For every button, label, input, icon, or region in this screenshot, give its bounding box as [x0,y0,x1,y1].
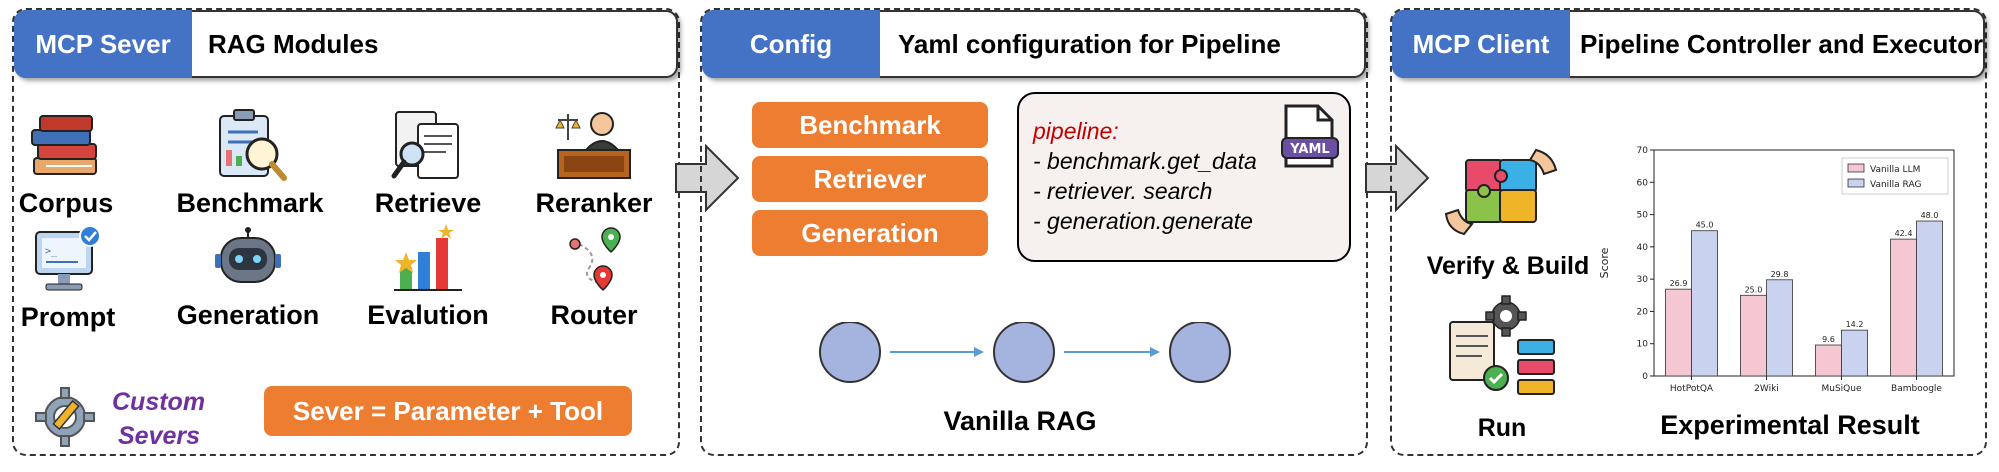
data-label: 14.2 [1846,320,1864,329]
y-tick-label: 10 [1637,340,1649,350]
y-tick-label: 40 [1637,243,1649,253]
y-axis-label: Score [1598,247,1611,278]
x-tick-label: HotPotQA [1670,384,1714,394]
monitor-check-icon: >_ [35,225,101,291]
chart-caption: Experimental Result [1660,410,1920,440]
rag-modules-title: RAG Modules [208,28,379,59]
module-evaluation: Evalution [328,222,528,331]
module-label: Retrieve [374,188,482,218]
module-label: Generation [176,300,320,330]
robot-icon [215,227,281,283]
data-label: 9.6 [1822,335,1835,344]
mcp-server-tag: MCP Sever [14,10,192,78]
legend-swatch [1847,163,1865,173]
y-tick-label: 20 [1637,307,1649,317]
module-label: Reranker [535,188,653,218]
benchmark-button[interactable]: Benchmark [752,102,988,148]
custom-severs-line1: Custom [112,388,206,416]
config-tag: Config [702,10,880,78]
bar-0 [1665,288,1692,377]
mcp-client-tag: MCP Client [1392,10,1570,78]
workflow-gear-icon [1449,295,1555,395]
vanilla-rag-label: Vanilla RAG [943,406,1097,436]
arrow-to-config [675,143,740,213]
module-prompt: >_ Prompt [0,224,168,333]
module-reranker: Reranker [494,106,694,219]
bar-0 [1815,344,1842,377]
pipeline-node [1169,322,1231,383]
yaml-line: - retriever. search [1033,178,1213,204]
y-tick-label: 70 [1637,146,1649,156]
module-label: Corpus [18,188,114,218]
plot-frame [1653,149,1955,377]
sever-formula-box: Sever = Parameter + Tool [264,386,632,436]
data-label: 25.0 [1745,285,1763,294]
bar-chart-icon [394,224,462,291]
books-icon [31,115,97,175]
clipboard-magnifier-icon [219,109,287,181]
module-label: Benchmark [176,188,324,218]
document-search-icon [391,111,459,179]
data-label: 48.0 [1921,211,1939,220]
data-label: 42.4 [1895,229,1913,238]
y-tick-label: 30 [1637,275,1649,285]
verify-build-label: Verify & Build [1426,252,1590,280]
data-label: 29.8 [1771,270,1789,279]
config-header: Config Yaml configuration for Pipeline [702,10,1366,78]
y-tick-label: 50 [1637,211,1649,221]
yaml-config-title: Yaml configuration for Pipeline [898,28,1281,59]
bar-0 [1740,294,1767,377]
yaml-line: - benchmark.get_data [1033,148,1257,174]
route-pins-icon [569,227,621,292]
arrow-to-client [1365,143,1430,213]
generation-button[interactable]: Generation [752,210,988,256]
vanilla-rag-pipeline [819,322,1231,383]
pipeline-arrowhead [1150,347,1160,357]
yaml-file-icon: YAML [1281,104,1339,168]
retriever-button[interactable]: Retriever [752,156,988,202]
x-tick-label: MuSiQue [1821,384,1861,394]
bar-0 [1890,238,1917,377]
y-tick-label: 0 [1642,372,1648,382]
module-benchmark: Benchmark [150,106,350,219]
bar-1 [1691,230,1718,377]
x-tick-label: Bamboogle [1891,384,1942,394]
custom-severs-line2: Severs [118,422,201,450]
gear-pencil-icon [35,387,95,447]
puzzle-hands-icon [1444,148,1558,236]
pipeline-node [993,322,1055,383]
mcp-client-header: MCP Client Pipeline Controller and Execu… [1392,10,1985,78]
data-label: 45.0 [1696,221,1714,230]
yaml-pipeline-key: pipeline: [1033,118,1119,144]
module-generation: Generation [148,226,348,331]
mcp-client-panel: MCP Client Pipeline Controller and Execu… [1390,8,1987,456]
pipeline-controller-title: Pipeline Controller and Executor [1580,28,1984,59]
legend-label: Vanilla LLM [1870,165,1920,175]
bar-1 [1766,279,1793,377]
module-corpus: Corpus [0,108,166,219]
data-label: 26.9 [1670,279,1688,288]
bar-1 [1916,220,1943,377]
yaml-line: - generation.generate [1033,208,1253,234]
module-router: Router [494,224,694,331]
run-label: Run [1477,414,1527,442]
yaml-badge-text: YAML [1289,142,1329,157]
pipeline-arrowhead [974,347,984,357]
legend-swatch [1847,178,1865,188]
module-retrieve: Retrieve [328,106,528,219]
pipeline-node [819,322,881,383]
legend-label: Vanilla RAG [1870,180,1921,190]
module-label: Prompt [20,302,116,332]
y-tick-label: 60 [1637,178,1649,188]
x-tick-label: 2Wiki [1754,384,1779,394]
bar-1 [1841,329,1868,377]
module-label: Evalution [367,300,489,330]
judge-icon [555,112,631,179]
module-label: Router [550,300,638,330]
mcp-server-panel: MCP Sever RAG Modules [12,8,680,456]
mcp-server-header: MCP Sever RAG Modules [14,10,678,78]
svg-text:>_: >_ [45,246,58,257]
config-panel: Config Yaml configuration for Pipeline [700,8,1368,456]
